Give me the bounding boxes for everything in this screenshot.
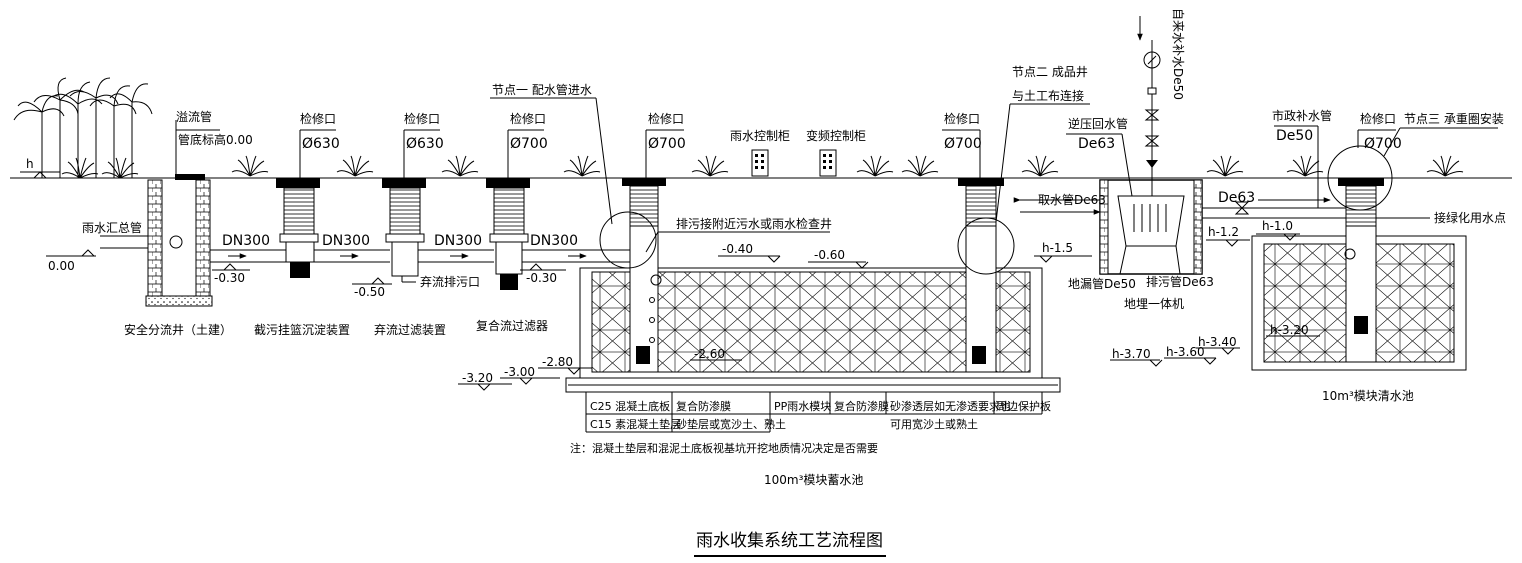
- node2-label: 节点二 成品井: [1012, 65, 1088, 79]
- level-h-3.60: h-3.60: [1166, 345, 1205, 359]
- compound-filter-name: 复合流过滤器: [476, 318, 548, 333]
- backflow-label: 逆压回水管: [1068, 116, 1128, 131]
- product-dia: Ø700: [944, 136, 982, 152]
- pipe-dn300-1: -0.30 DN300: [210, 233, 288, 285]
- level-3.20: -3.20: [462, 371, 493, 385]
- svg-text:C15 素混凝土垫层: C15 素混凝土垫层: [590, 417, 681, 431]
- sewage-note: 排污接附近污水或雨水检查井: [676, 216, 832, 231]
- floor-drain-label: 地漏管De50: [1068, 276, 1136, 291]
- svg-text:可用宽沙土或熟土: 可用宽沙土或熟土: [890, 417, 978, 431]
- diversion-outlet-level: -0.30: [214, 271, 245, 285]
- svg-text:h: h: [26, 157, 34, 171]
- discard-drain: 弃流排污口: [420, 274, 480, 289]
- pipe-dn300-2: DN300: [314, 233, 390, 263]
- legend-note: 注：混凝土垫层和混泥土底板视基坑开挖地质情况决定是否需要: [570, 441, 878, 455]
- vfd-control-cabinet: 变频控制柜: [806, 128, 866, 143]
- greening-label: 接绿化用水点: [1434, 210, 1506, 225]
- intake-label: 取水管De63: [1038, 192, 1106, 207]
- svg-text:砂垫层或宽沙土、熟土: 砂垫层或宽沙土、熟土: [676, 417, 786, 431]
- level-3.00: -3.00: [504, 365, 535, 379]
- grass-clumps: [231, 155, 1464, 177]
- svg-text:DN300: DN300: [322, 233, 370, 249]
- product-level: h-1.5: [1042, 241, 1073, 255]
- product-well: 节点二 成品井 与土工布连接 检修口 Ø700 h-1.5: [942, 65, 1092, 263]
- storage-tank-name: 100m³模块蓄水池: [764, 473, 863, 487]
- level-2.80: -2.80: [542, 355, 573, 369]
- discard-dia: Ø630: [406, 136, 444, 152]
- tank-dia: Ø700: [648, 136, 686, 152]
- svg-text:DN300: DN300: [434, 233, 482, 249]
- clear-dia: Ø700: [1364, 136, 1402, 152]
- svg-text:DN300: DN300: [222, 233, 270, 249]
- material-legend: C25 混凝土底板 复合防渗膜 PP雨水模块 复合防渗膜 砂渗透层如无渗透要求也…: [570, 392, 1051, 455]
- inlet-label: 雨水汇总管: [82, 220, 142, 235]
- svg-text:周边保护板: 周边保护板: [996, 399, 1051, 413]
- make-up-dia: De50: [1276, 128, 1313, 144]
- tank-inspection: 检修口: [648, 111, 684, 126]
- level-0.40: -0.40: [722, 242, 753, 256]
- ground-level-marker: h: [20, 157, 60, 179]
- diversion-well-name: 安全分流井（土建）: [124, 322, 232, 337]
- clear-tank: De63 市政补水管 De50 检修口 Ø700 节点三 承重圈安装 接绿化用水…: [1110, 108, 1506, 403]
- overflow-level: 管底标高0.00: [178, 132, 253, 147]
- pipe-dn300-4: DN300: [522, 233, 630, 263]
- level-0.60: -0.60: [814, 248, 845, 262]
- diversion-well: 溢流管 管底标高0.00 雨水汇总管 0.00 安全分流井（土建）: [46, 109, 253, 337]
- svg-text:复合防渗膜: 复合防渗膜: [676, 399, 731, 413]
- backflow-dia: De63: [1078, 136, 1115, 152]
- basket-inspection: 检修口: [300, 111, 336, 126]
- discard-inspection: 检修口: [404, 111, 440, 126]
- discard-level: -0.50: [354, 285, 385, 299]
- basket-dia: Ø630: [302, 136, 340, 152]
- node3-label: 节点三 承重圈安装: [1404, 111, 1504, 126]
- overflow-label: 溢流管: [176, 109, 212, 124]
- basket-device-name: 截污挂篮沉淀装置: [254, 322, 350, 337]
- svg-text:DN300: DN300: [530, 233, 578, 249]
- level-h-1.0: h-1.0: [1262, 219, 1293, 233]
- compound-filter: 检修口 Ø700 -0.30 复合流过滤器: [476, 111, 566, 333]
- diagram-title: 雨水收集系统工艺流程图: [696, 531, 883, 551]
- inlet-level: 0.00: [48, 259, 75, 273]
- supply-label: 自来水补水De50: [1171, 8, 1185, 100]
- compound-dia: Ø700: [510, 136, 548, 152]
- svg-text:C25 混凝土底板: C25 混凝土底板: [590, 399, 670, 413]
- level-h-3.40: h-3.40: [1198, 335, 1237, 349]
- basket-device: 检修口 Ø630 截污挂篮沉淀装置: [254, 111, 350, 337]
- clear-inspection: 检修口: [1360, 111, 1396, 126]
- pipe-dn300-3: DN300: [418, 233, 494, 263]
- svg-text:PP雨水模块: PP雨水模块: [774, 400, 831, 413]
- clear-pipe-dia: De63: [1218, 190, 1255, 206]
- discard-filter: 检修口 Ø630 弃流排污口 -0.50 弃流过滤装置: [352, 111, 480, 337]
- product-inspection: 检修口: [944, 111, 980, 126]
- storage-tank: 节点一 配水管进水 检修口 Ø700 排污接附近污水或雨水检查井 -0.40 -…: [458, 82, 1061, 487]
- level-2.60: -2.60: [694, 347, 725, 361]
- plant-icon: [13, 77, 153, 179]
- compound-level: -0.30: [526, 271, 557, 285]
- integrated-machine: 自来水补水De50 逆压回水管 De63 取水管De63 地漏管De50 排污管…: [1013, 8, 1214, 311]
- machine-name: 地埋一体机: [1124, 297, 1184, 311]
- svg-text:复合防渗膜: 复合防渗膜: [834, 399, 889, 413]
- level-h-3.70: h-3.70: [1112, 347, 1151, 361]
- diagram-title-group: 雨水收集系统工艺流程图: [694, 531, 886, 557]
- rain-control-cabinet: 雨水控制柜: [730, 129, 790, 143]
- compound-inspection: 检修口: [510, 111, 546, 126]
- level-h-3.20: h-3.20: [1270, 323, 1309, 337]
- node1-label: 节点一 配水管进水: [492, 82, 592, 97]
- svg-text:砂渗透层如无渗透要求也: 砂渗透层如无渗透要求也: [890, 399, 1011, 413]
- control-cabinets: 雨水控制柜 变频控制柜: [730, 128, 866, 177]
- sewage-pipe-label: 排污管De63: [1146, 274, 1214, 289]
- discard-filter-name: 弃流过滤装置: [374, 322, 446, 337]
- level-h-1.2: h-1.2: [1208, 225, 1239, 239]
- clear-tank-name: 10m³模块清水池: [1322, 389, 1414, 403]
- node2-sub: 与土工布连接: [1012, 88, 1084, 103]
- make-up-label: 市政补水管: [1272, 108, 1332, 123]
